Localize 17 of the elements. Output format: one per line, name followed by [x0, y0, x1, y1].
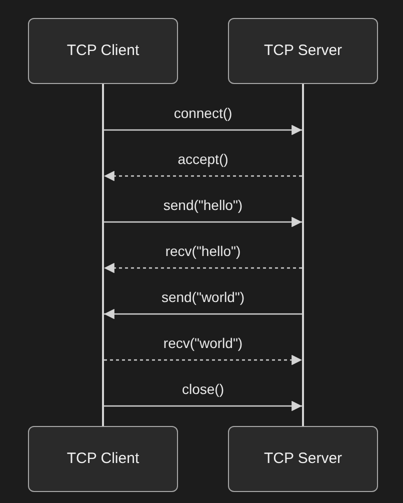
participant-box — [228, 426, 378, 492]
message-arrow — [104, 124, 302, 136]
participant-box — [28, 426, 178, 492]
message-arrow — [104, 262, 302, 274]
participant-box — [228, 18, 378, 84]
message-arrow — [104, 170, 302, 182]
message-arrow — [104, 216, 302, 228]
participant-name: TCP Client — [66, 40, 140, 61]
participant-box — [28, 18, 178, 84]
message-arrow — [104, 308, 302, 320]
participant-name: TCP Server — [264, 448, 342, 469]
participant-name: TCP Client — [66, 448, 140, 469]
participant-name: TCP Server — [264, 40, 342, 61]
lifeline — [302, 84, 304, 426]
message-arrow — [104, 400, 302, 412]
message-arrow — [104, 354, 302, 366]
lifeline — [102, 84, 104, 426]
